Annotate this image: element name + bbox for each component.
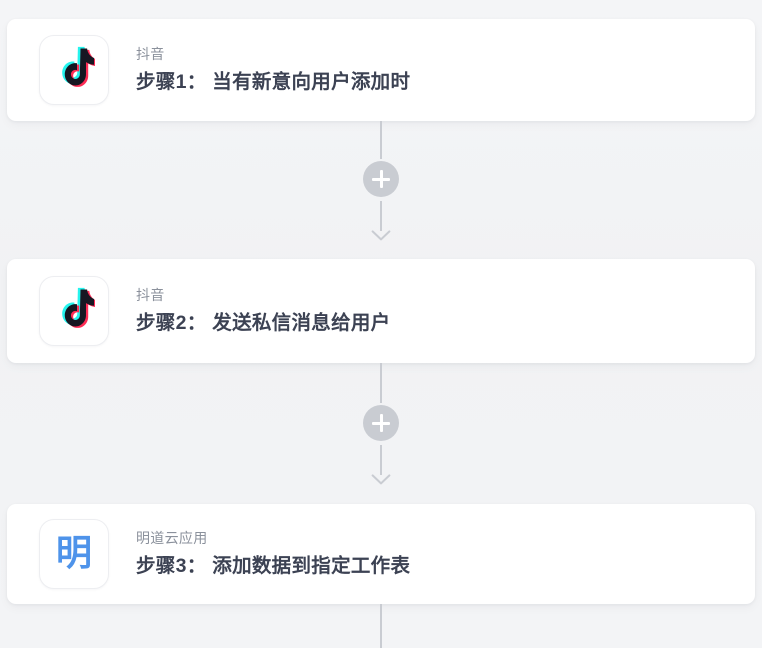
workflow-step-card-2[interactable]: 抖音 步骤2： 发送私信消息给用户	[7, 259, 755, 363]
workflow-step-card-1[interactable]: 抖音 步骤1： 当有新意向用户添加时	[7, 19, 755, 121]
connector-line-upper	[380, 121, 382, 159]
arrow-down-icon	[371, 230, 391, 241]
tiktok-icon	[39, 276, 109, 346]
add-step-button[interactable]	[363, 161, 399, 197]
step-text-block: 抖音 步骤2： 发送私信消息给用户	[136, 286, 390, 336]
step-title: 步骤3： 添加数据到指定工作表	[136, 555, 411, 578]
connector-line-lower	[380, 201, 382, 231]
connector-line-upper	[380, 363, 382, 403]
step-app-name: 抖音	[136, 46, 165, 63]
step-title: 步骤1： 当有新意向用户添加时	[136, 71, 411, 94]
step-app-name: 抖音	[136, 287, 165, 304]
step-text-block: 抖音 步骤1： 当有新意向用户添加时	[136, 45, 410, 95]
workflow-connector-2	[0, 363, 762, 504]
connector-arrow	[371, 445, 391, 485]
connector-arrow	[371, 201, 391, 241]
step-title: 步骤2： 发送私信消息给用户	[136, 312, 391, 335]
arrow-down-icon	[371, 474, 391, 485]
workflow-connector-tail	[0, 604, 762, 648]
workflow-connector-1	[0, 121, 762, 259]
connector-line-lower	[380, 445, 382, 475]
step-text-block: 明道云应用 步骤3： 添加数据到指定工作表	[136, 529, 410, 579]
mingdaoyun-icon: 明	[39, 519, 109, 589]
mingdaoyun-icon-glyph: 明	[55, 533, 92, 574]
step-app-name: 明道云应用	[136, 530, 208, 547]
add-step-button[interactable]	[363, 405, 399, 441]
connector-line-tail	[380, 604, 382, 648]
tiktok-icon	[39, 35, 109, 105]
workflow-step-card-3[interactable]: 明 明道云应用 步骤3： 添加数据到指定工作表	[7, 504, 755, 604]
